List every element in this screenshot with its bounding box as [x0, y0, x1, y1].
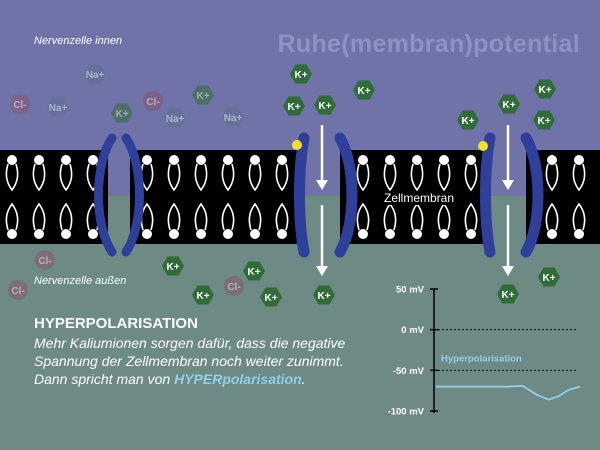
ion-label: Na+	[166, 114, 185, 125]
ion-layer: Na+ Na+ Na+ Na+ Cl- Cl- Cl- Cl- Cl- K+ K+ K+ K+ K+ K+ K…	[8, 64, 560, 307]
ion-label: K+	[461, 116, 474, 127]
ion-label: K+	[264, 293, 277, 304]
section-description: Mehr Kaliumionen sorgen dafür, dass die …	[34, 334, 364, 388]
ion-label: Cl-	[11, 286, 24, 297]
potassium-ion-icon: K+	[534, 79, 556, 99]
ion-channel-1	[94, 133, 144, 257]
potential-chart: 50 mV 0 mV -50 mV -100 mV Hyperpolarisation	[388, 285, 581, 418]
potassium-ion-icon: K+	[260, 287, 282, 307]
ion-label: K+	[502, 100, 515, 111]
potassium-ion-icon: K+	[533, 110, 555, 130]
y-tick-label: -50 mV	[393, 366, 425, 377]
potassium-ion-icon: K+	[497, 284, 519, 304]
outside-label: Nervenzelle außen	[34, 275, 127, 287]
chloride-ion-icon: Cl-	[10, 94, 30, 114]
potassium-ion-icon: K+	[162, 256, 184, 276]
ion-label: K+	[537, 116, 550, 127]
y-tick-label: 50 mV	[396, 285, 425, 296]
ion-label: K+	[196, 91, 209, 102]
description-end: .	[301, 371, 306, 387]
sodium-ion-icon: Na+	[84, 64, 106, 84]
ion-label: K+	[317, 291, 330, 302]
sodium-ion-icon: Na+	[222, 107, 244, 127]
potassium-ion-icon: K+	[538, 267, 560, 287]
potassium-ion-icon: K+	[283, 96, 305, 116]
gate-icon	[292, 140, 302, 150]
ion-label: K+	[115, 109, 128, 120]
ion-label: Na+	[224, 113, 243, 124]
series-label: Hyperpolarisation	[441, 353, 522, 364]
ion-label: K+	[538, 85, 551, 96]
sodium-ion-icon: Na+	[47, 97, 69, 117]
ion-label: K+	[287, 102, 300, 113]
potassium-ion-icon: K+	[457, 110, 479, 130]
potassium-ion-icon: K+	[243, 261, 265, 281]
ion-label: Na+	[86, 70, 105, 81]
potassium-ion-icon: K+	[111, 103, 133, 123]
page-title: Ruhe(membran)potential	[277, 30, 580, 58]
flow-arrow-icon	[316, 125, 514, 276]
ion-label: K+	[196, 291, 209, 302]
ion-label: K+	[501, 290, 514, 301]
description-text: Mehr Kaliumionen sorgen dafür, dass die …	[34, 335, 346, 387]
potassium-channel-2	[292, 132, 358, 258]
ion-label: K+	[166, 262, 179, 273]
ion-label: K+	[542, 273, 555, 284]
y-tick-label: -100 mV	[388, 407, 425, 418]
potassium-ion-icon: K+	[314, 95, 336, 115]
ion-label: K+	[247, 267, 260, 278]
ion-label: K+	[357, 86, 370, 97]
potassium-ion-icon: K+	[290, 64, 312, 84]
chloride-ion-icon: Cl-	[143, 91, 163, 111]
ion-label: Na+	[49, 103, 68, 114]
membrane-label: Zellmembran	[382, 191, 457, 205]
ion-label: Cl-	[13, 100, 26, 111]
potassium-ion-icon: K+	[192, 85, 214, 105]
section-heading: HYPERPOLARISATION	[34, 315, 198, 332]
ion-label: K+	[318, 101, 331, 112]
potassium-ion-icon: K+	[498, 94, 520, 114]
ion-label: K+	[294, 70, 307, 81]
potassium-ion-icon: K+	[192, 285, 214, 305]
potassium-ion-icon: K+	[353, 80, 375, 100]
ion-label: Cl-	[227, 282, 240, 293]
chloride-ion-icon: Cl-	[8, 280, 28, 300]
inside-label: Nervenzelle innen	[34, 35, 123, 47]
sodium-ion-icon: Na+	[164, 108, 186, 128]
chloride-ion-icon: Cl-	[35, 250, 55, 270]
potassium-ion-icon: K+	[313, 285, 335, 305]
potential-line	[436, 384, 581, 401]
ion-label: Cl-	[38, 256, 51, 267]
ion-label: Cl-	[146, 97, 159, 108]
chloride-ion-icon: Cl-	[224, 276, 244, 296]
y-tick-label: 0 mV	[401, 325, 424, 336]
hyperpolarisation-highlight: HYPERpolarisation	[174, 371, 302, 387]
gate-icon	[478, 141, 488, 151]
